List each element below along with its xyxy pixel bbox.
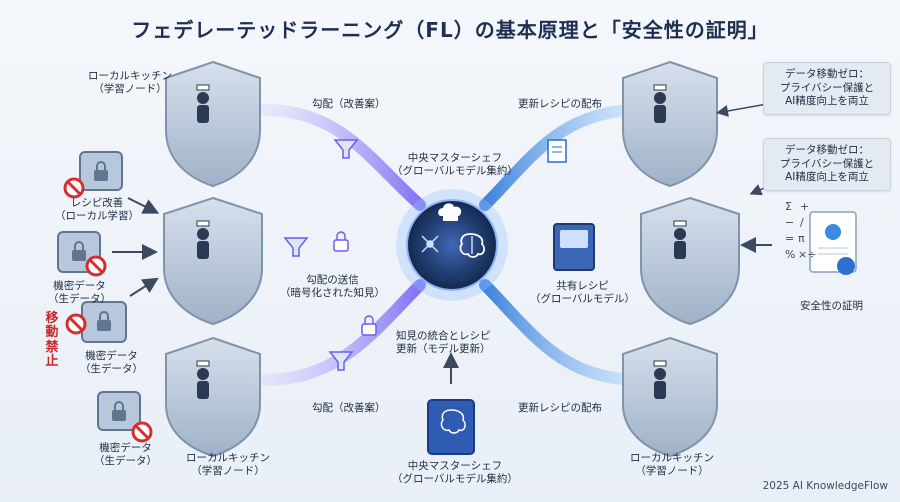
page-title: フェデレーテッドラーニング（FL）の基本原理と「安全性の証明」 (131, 18, 769, 42)
label-central-chef-top: 中央マスターシェフ （グローバルモデル集約） (392, 152, 518, 178)
document-icon (547, 139, 567, 163)
center-hub (406, 199, 498, 291)
book-icon (427, 399, 475, 455)
certificate-icon (809, 211, 857, 275)
svg-text:%: % (785, 248, 795, 261)
chef-figures (196, 84, 687, 399)
svg-text:−: − (785, 216, 794, 229)
label-gradient-send: 勾配の送信 （暗号化された知見） (280, 274, 385, 300)
label-integration: 知見の統合とレシピ 更新（モデル更新） (396, 330, 491, 356)
label-kitchen-top-left: ローカルキッチン （学習ノード） (88, 70, 172, 96)
footer-credit: 2025 AI KnowledgeFlow (762, 480, 888, 492)
svg-text:×÷: ×÷ (798, 248, 816, 261)
label-secret-data-3: 機密データ （生データ） (94, 442, 157, 468)
book-icon (553, 223, 595, 271)
funnel-icon (283, 139, 359, 371)
flow-update-bottom (479, 279, 646, 386)
prohibit-icon (63, 177, 153, 443)
label-central-chef-bottom: 中央マスターシェフ （グローバルモデル集約） (392, 460, 518, 486)
math-symbols: Σ + −/ = π %×÷ (785, 200, 816, 261)
flow-gradient-bottom (259, 279, 426, 386)
label-kitchen-bottom-right: ローカルキッチン （学習ノード） (630, 452, 714, 478)
svg-text:π: π (798, 232, 805, 245)
network-icon (421, 235, 439, 253)
svg-text:+: + (800, 200, 809, 213)
label-secret-data-1: 機密データ （生データ） (48, 280, 111, 306)
label-no-move: 移動禁止 (45, 311, 59, 369)
callout-top: データ移動ゼロ： プライバシー保護と AI精度向上を両立 (763, 62, 891, 115)
brain-icon (459, 233, 485, 258)
label-proof: 安全性の証明 (800, 300, 863, 312)
svg-text:=: = (785, 232, 794, 245)
label-kitchen-bottom-left: ローカルキッチン （学習ノード） (186, 452, 270, 478)
shield-icon (163, 60, 740, 458)
lock-icon (72, 161, 126, 421)
label-recipe-improve: レシピ改善 （ローカル学習） (55, 197, 139, 223)
svg-text:Σ: Σ (785, 200, 792, 213)
svg-text:/: / (800, 216, 804, 229)
label-gradient-top: 勾配（改善案） (312, 98, 386, 110)
label-update-top: 更新レシピの配布 (518, 98, 602, 110)
lock-icon (333, 231, 377, 336)
label-gradient-bottom: 勾配（改善案） (312, 402, 386, 414)
callout-middle: データ移動ゼロ： プライバシー保護と AI精度向上を両立 (763, 138, 891, 191)
label-shared-recipe: 共有レシピ （グローバルモデル） (530, 280, 635, 306)
chef-icon (438, 203, 462, 221)
label-update-bottom: 更新レシピの配布 (518, 402, 602, 414)
label-secret-data-2: 機密データ （生データ） (80, 350, 143, 376)
